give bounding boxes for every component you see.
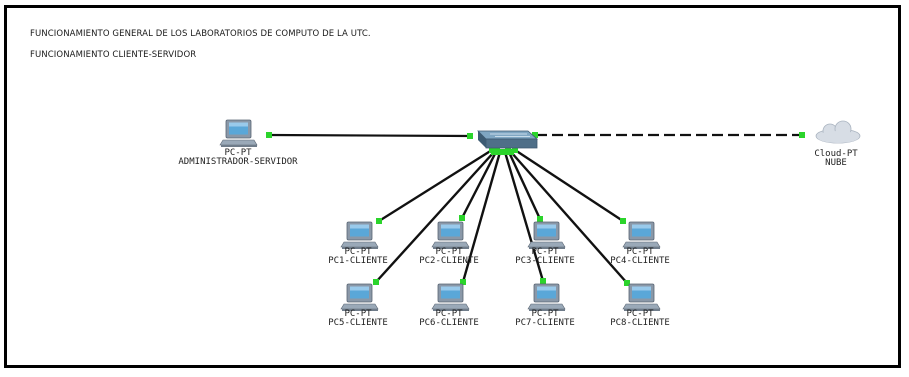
link-switch-client bbox=[514, 148, 624, 223]
pc-icon bbox=[622, 283, 661, 311]
pc-icon bbox=[219, 119, 258, 147]
client-pc[interactable] bbox=[622, 221, 661, 249]
link-switch-client bbox=[503, 151, 545, 282]
server-pc[interactable] bbox=[219, 119, 258, 147]
switch-icon[interactable] bbox=[477, 130, 539, 149]
device-type-label: PC-PT bbox=[224, 148, 252, 158]
pc-icon bbox=[340, 221, 379, 249]
links-layer bbox=[266, 132, 805, 286]
link-switch-client bbox=[461, 151, 502, 283]
device-type-label: PC-PT bbox=[435, 247, 463, 257]
device-name-label: PC2-CLIENTE bbox=[419, 256, 479, 266]
link-light bbox=[537, 216, 543, 222]
link-switch-client bbox=[460, 149, 499, 219]
link-light bbox=[491, 149, 497, 155]
link-light bbox=[376, 218, 382, 224]
device-type-label: PC-PT bbox=[344, 247, 372, 257]
device-name-label: PC7-CLIENTE bbox=[515, 318, 575, 328]
device-type-label: PC-PT bbox=[531, 309, 559, 319]
pc-icon bbox=[527, 283, 566, 311]
device-name-label: PC4-CLIENTE bbox=[610, 256, 670, 266]
pc-icon bbox=[340, 283, 379, 311]
device-type-label: PC-PT bbox=[344, 309, 372, 319]
pc-icon bbox=[431, 283, 470, 311]
client-pc[interactable] bbox=[431, 221, 470, 249]
link-light bbox=[799, 132, 805, 138]
device-type-label: PC-PT bbox=[435, 309, 463, 319]
device-name-label: PC1-CLIENTE bbox=[328, 256, 388, 266]
subtitle-note: FUNCIONAMIENTO CLIENTE-SERVIDOR bbox=[30, 50, 197, 60]
pc-icon bbox=[622, 221, 661, 249]
device-type-label: PC-PT bbox=[531, 247, 559, 257]
link-light bbox=[497, 149, 503, 155]
client-pc[interactable] bbox=[622, 283, 661, 311]
client-pc[interactable] bbox=[340, 221, 379, 249]
link-switch-client bbox=[378, 148, 493, 223]
client-pc[interactable] bbox=[527, 283, 566, 311]
device-type-label: PC-PT bbox=[626, 309, 654, 319]
client-pc[interactable] bbox=[340, 283, 379, 311]
device-name-label: PC5-CLIENTE bbox=[328, 318, 388, 328]
client-pc[interactable] bbox=[527, 221, 566, 249]
link-light bbox=[467, 133, 473, 139]
title-note: FUNCIONAMIENTO GENERAL DE LOS LABORATORI… bbox=[30, 29, 371, 39]
link-light bbox=[502, 149, 508, 155]
link-light bbox=[540, 278, 546, 284]
link-server-switch bbox=[269, 133, 473, 138]
device-name-label: PC6-CLIENTE bbox=[419, 318, 479, 328]
device-name-label: ADMINISTRADOR-SERVIDOR bbox=[178, 157, 298, 167]
link-light bbox=[460, 279, 466, 285]
device-name-label: NUBE bbox=[825, 158, 847, 168]
link-switch-client bbox=[510, 151, 628, 284]
link-light bbox=[532, 132, 538, 138]
device-type-label: PC-PT bbox=[626, 247, 654, 257]
link-switch-client bbox=[375, 151, 495, 283]
cloud-icon[interactable] bbox=[815, 120, 861, 144]
pc-icon bbox=[527, 221, 566, 249]
device-name-label: PC3-CLIENTE bbox=[515, 256, 575, 266]
link-light bbox=[624, 280, 630, 286]
link-light bbox=[620, 218, 626, 224]
link-switch-client bbox=[506, 149, 542, 220]
link-light bbox=[373, 279, 379, 285]
link-light bbox=[266, 132, 272, 138]
device-type-label: Cloud-PT bbox=[814, 149, 858, 159]
pc-icon bbox=[431, 221, 470, 249]
client-pc[interactable] bbox=[431, 283, 470, 311]
link-light bbox=[512, 147, 518, 153]
device-name-label: PC8-CLIENTE bbox=[610, 318, 670, 328]
link-light bbox=[459, 215, 465, 221]
devices-layer: PC-PTADMINISTRADOR-SERVIDORCloud-PTNUBEP… bbox=[178, 119, 861, 328]
link-light bbox=[508, 149, 514, 155]
